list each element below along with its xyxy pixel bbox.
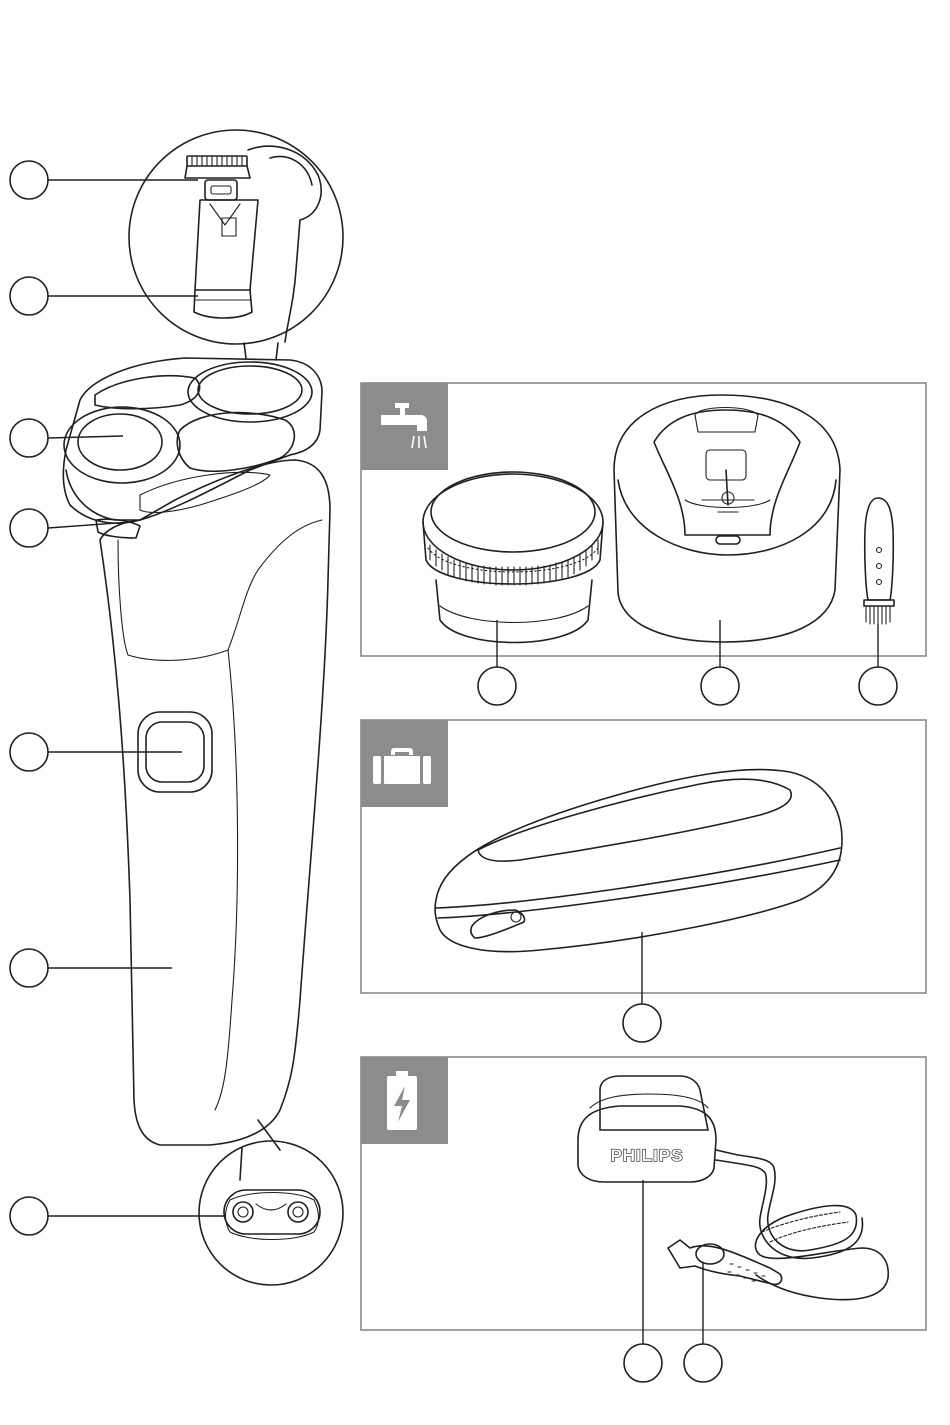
socket-detail-bubble [199, 1120, 343, 1285]
callout-cleaning-brush [859, 624, 897, 705]
cleaning-cartridge-illustration [423, 472, 603, 643]
callout-quick-clean-pod [701, 620, 739, 705]
adapter-illustration: PHILIPS [578, 1076, 888, 1300]
callout-socket [10, 1197, 225, 1235]
callout-travel-pouch [623, 932, 661, 1042]
callout-adapter [624, 1180, 662, 1382]
trimmer-detail-bubble [129, 130, 343, 360]
quick-clean-pod-illustration [614, 395, 840, 642]
panel-cleaning [361, 383, 926, 705]
panel-storage [361, 720, 926, 1042]
battery-charging-icon [387, 1071, 417, 1130]
shaving-unit [63, 358, 322, 538]
callout-precision-trimmer [10, 161, 198, 199]
callout-trimmer-release-slide [10, 277, 198, 315]
small-plug-illustration [668, 1240, 782, 1284]
shaver-handle-body [100, 460, 330, 1145]
callout-small-plug [684, 1262, 722, 1382]
travel-pouch-illustration [435, 770, 842, 952]
callout-handle [10, 949, 172, 987]
callout-on-off-button [10, 733, 182, 771]
adapter-brand-label: PHILIPS [610, 1146, 683, 1165]
cleaning-brush-illustration [864, 498, 894, 624]
panel-charging: PHILIPS [361, 1057, 926, 1382]
callout-cleaning-cartridge [478, 620, 516, 705]
shaver-illustration [63, 130, 343, 1285]
